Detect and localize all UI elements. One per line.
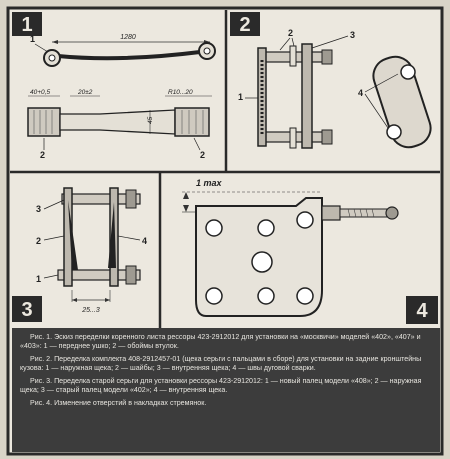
label-1-panel3: 1 — [36, 274, 41, 284]
front-eye-hole — [48, 54, 56, 62]
spring-leaf — [57, 50, 201, 61]
leaf-detail — [59, 109, 176, 135]
plate-hole — [296, 287, 314, 305]
panel-4-number-box — [406, 296, 438, 324]
panel-3: 3 2 4 1 25...3 3 — [12, 187, 147, 322]
bolt-thread — [347, 208, 351, 218]
leader-4b-panel2 — [364, 93, 389, 129]
label-1-panel1: 1 — [30, 34, 35, 44]
dim-arrow — [183, 205, 189, 212]
plate-hole-center — [251, 251, 273, 273]
leader-2b-panel2 — [291, 37, 295, 47]
leader-1-panel1 — [34, 43, 49, 53]
bolt-shank — [339, 208, 389, 218]
caption-box: Рис. 1. Эскиз переделки коренного листа … — [12, 328, 440, 452]
inner-cheek-strut — [108, 202, 116, 268]
leader-4-panel3 — [117, 235, 141, 241]
caption-fig3: Рис. 3. Переделка старой серьги для уста… — [20, 377, 422, 394]
dim-arrow-left — [52, 40, 58, 44]
nut-lower — [321, 129, 333, 145]
dim-width-label: 25...3 — [81, 307, 100, 314]
rear-eye-hole — [203, 47, 211, 55]
panel-1-number-box — [12, 12, 42, 36]
plate-hole — [257, 219, 275, 237]
panel-4: 1 max 4 — [182, 178, 438, 324]
label-2b-panel1: 2 — [200, 150, 205, 160]
leader-4a-panel2 — [364, 73, 399, 93]
caption-fig4: Рис. 4. Изменение отверстий в накладках … — [30, 399, 207, 407]
dim-top-label: 1 max — [196, 178, 223, 188]
left-bushing — [27, 107, 61, 137]
side-hole-lower — [386, 124, 402, 140]
label-3-panel3: 3 — [36, 204, 41, 214]
dim-arrow — [72, 298, 77, 302]
dim-arrow — [105, 298, 110, 302]
bolt-thread — [365, 208, 369, 218]
panel-1: 1 1280 1 40+0,5 20±2 R10...20 45 — [12, 12, 216, 160]
panel-2-number: 2 — [239, 14, 250, 36]
dim-mid-label: 20±2 — [77, 89, 93, 96]
leader-3-panel2 — [311, 35, 349, 49]
plate-hole — [205, 287, 223, 305]
dim-vertical-label: 45 — [147, 116, 154, 124]
inner-cheek — [301, 43, 313, 149]
bolt-thread — [359, 208, 363, 218]
label-2-panel3: 2 — [36, 236, 41, 246]
side-hole-upper — [400, 64, 416, 80]
bolt-thread — [353, 208, 357, 218]
plate-hole — [296, 211, 314, 229]
leader-2a-panel2 — [279, 37, 291, 51]
label-4-panel2: 4 — [358, 88, 363, 98]
bolt-head — [321, 205, 341, 221]
panel-1-number: 1 — [21, 14, 32, 36]
label-2-panel2: 2 — [288, 28, 293, 38]
panel-4-number: 4 — [416, 300, 428, 322]
label-3-panel2: 3 — [350, 30, 355, 40]
panel-2: 2 2 3 1 4 — [230, 12, 432, 149]
nut-lower-p3 — [125, 265, 137, 285]
old-pin — [61, 193, 141, 205]
dim-arrow — [183, 192, 189, 199]
caption-fig2: Рис. 2. Переделка комплекта 408-2912457-… — [20, 355, 422, 372]
nut-upper-p3 — [125, 189, 137, 209]
leader-2-panel3 — [43, 235, 65, 241]
right-bushing — [174, 107, 210, 137]
washer-lower — [289, 127, 297, 149]
caption-fig1: Рис. 1. Эскиз переделки коренного листа … — [20, 333, 421, 350]
leader-2b-panel1 — [193, 137, 201, 151]
nut-upper — [321, 49, 333, 65]
dim-radius-label: R10...20 — [168, 89, 193, 96]
label-1-panel2: 1 — [238, 92, 243, 102]
panel-2-number-box — [230, 12, 260, 36]
bolt-thread — [371, 208, 375, 218]
label-4-panel3: 4 — [142, 236, 147, 246]
leader-1-panel3 — [43, 274, 59, 279]
panel-3-number-box — [12, 296, 42, 322]
dim-left-label: 40+0,5 — [30, 89, 50, 96]
washer-upper — [289, 45, 297, 67]
leader-3-panel3 — [43, 199, 65, 210]
plate-hole — [257, 287, 275, 305]
plate-hole — [205, 219, 223, 237]
dim-length-label: 1280 — [120, 34, 136, 41]
panel-3-number: 3 — [21, 299, 32, 321]
bolt-tip — [385, 206, 399, 220]
label-2a-panel1: 2 — [40, 150, 45, 160]
outer-cheek-strut — [68, 200, 78, 270]
